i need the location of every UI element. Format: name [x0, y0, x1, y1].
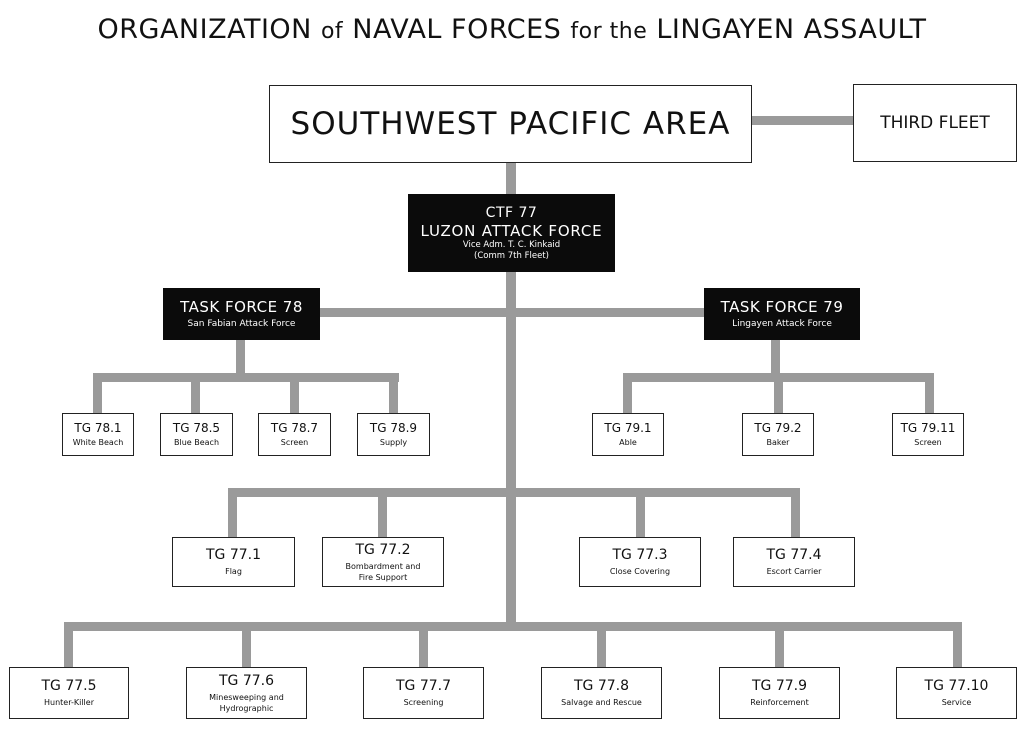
node-tg-78-9: TG 78.9 Supply — [357, 413, 430, 456]
connector-main-trunk — [506, 162, 516, 627]
node-tg-77-10-name: Service — [941, 698, 972, 707]
node-tg-77-2-name-line2: Fire Support — [358, 572, 408, 582]
connector-tf78-drop — [236, 339, 245, 374]
node-tg-77-2: TG 77.2 Bombardment and Fire Support — [322, 537, 444, 587]
node-tg-79-1-name: Able — [619, 438, 637, 447]
node-tg-77-5-code: TG 77.5 — [41, 678, 97, 694]
node-tg-77-6: TG 77.6 Minesweeping and Hydrographic — [186, 667, 307, 719]
connector-tf-bar — [318, 308, 706, 317]
node-tg-77-5-name: Hunter-Killer — [43, 698, 94, 707]
node-tg-77-7: TG 77.7 Screening — [363, 667, 484, 719]
node-tg-77-9-code: TG 77.9 — [751, 678, 808, 694]
node-tg-77-8-name: Salvage and Rescue — [561, 698, 642, 707]
chart-title: ORGANIZATION of NAVAL FORCES for the LIN… — [0, 14, 1024, 45]
connector-tg79-11-drop — [925, 373, 934, 414]
node-tf78-name: San Fabian Attack Force — [187, 319, 296, 329]
node-tg-78-7: TG 78.7 Screen — [258, 413, 331, 456]
node-ctf-77-commander: Vice Adm. T. C. Kinkaid — [462, 239, 561, 250]
node-tg-79-1-code: TG 79.1 — [604, 421, 652, 435]
node-task-force-79: TASK FORCE 79 Lingayen Attack Force — [704, 288, 860, 340]
node-tg-79-11-name: Screen — [914, 438, 942, 447]
connector-tg77-7-drop — [419, 622, 428, 668]
node-tg-78-7-code: TG 78.7 — [270, 421, 319, 435]
node-tg-77-6-name-line2: Hydrographic — [219, 703, 274, 713]
node-ctf-77-name: LUZON ATTACK FORCE — [420, 221, 603, 240]
connector-tg79-1-drop — [623, 373, 632, 414]
node-tg-77-3: TG 77.3 Close Covering — [579, 537, 701, 587]
title-part-for-the: for the — [570, 19, 648, 44]
node-tg-77-4: TG 77.4 Escort Carrier — [733, 537, 855, 587]
title-part-lingayen-assault: LINGAYEN ASSAULT — [656, 14, 927, 45]
node-task-force-78: TASK FORCE 78 San Fabian Attack Force — [163, 288, 320, 340]
connector-tg77-4-drop — [791, 488, 800, 538]
node-tg-77-10: TG 77.10 Service — [896, 667, 1017, 719]
node-southwest-pacific-area: SOUTHWEST PACIFIC AREA — [269, 85, 752, 163]
node-tg-79-11: TG 79.11 Screen — [892, 413, 964, 456]
node-tg-77-4-name: Escort Carrier — [766, 567, 822, 576]
node-third-fleet: THIRD FLEET — [853, 84, 1017, 162]
node-tg-78-7-name: Screen — [280, 438, 309, 447]
node-tg-78-5-name: Blue Beach — [173, 438, 220, 447]
node-tg-77-4-code: TG 77.4 — [766, 547, 822, 563]
node-tg-77-7-code: TG 77.7 — [395, 678, 452, 694]
connector-tg77-8-drop — [597, 622, 606, 668]
connector-tg79-2-drop — [774, 373, 783, 414]
connector-tg77-5-drop — [64, 622, 73, 668]
connector-tf78-bar — [93, 373, 399, 382]
connector-swpa-third-fleet — [751, 116, 855, 125]
node-tg-77-1-code: TG 77.1 — [205, 547, 262, 563]
connector-tg78-1-drop — [93, 373, 102, 414]
node-tg-78-5: TG 78.5 Blue Beach — [160, 413, 233, 456]
node-tf78-code: TASK FORCE 78 — [180, 298, 303, 316]
node-tg-77-1-name: Flag — [225, 567, 242, 576]
node-tg-77-3-name: Close Covering — [609, 567, 671, 576]
node-tg-77-1: TG 77.1 Flag — [172, 537, 295, 587]
node-tg-78-1-name: White Beach — [72, 438, 124, 447]
title-part-organization: ORGANIZATION — [97, 14, 312, 45]
node-third-fleet-label: THIRD FLEET — [880, 113, 990, 133]
node-tg-78-5-code: TG 78.5 — [172, 421, 221, 435]
node-tg-77-9-name: Reinforcement — [750, 698, 809, 707]
connector-tg78-5-drop — [191, 373, 200, 414]
node-tg-79-1: TG 79.1 Able — [592, 413, 664, 456]
title-part-naval-forces: NAVAL FORCES — [352, 14, 562, 45]
node-tg-78-1-code: TG 78.1 — [74, 421, 122, 435]
node-ctf-77-command: (Comm 7th Fleet) — [474, 250, 549, 261]
node-tg-78-1: TG 78.1 White Beach — [62, 413, 134, 456]
connector-tg77-9-drop — [775, 622, 784, 668]
node-tg-78-9-code: TG 78.9 — [369, 421, 418, 435]
node-tg-77-7-name: Screening — [403, 698, 444, 707]
node-tg-77-5: TG 77.5 Hunter-Killer — [9, 667, 129, 719]
node-tg-78-9-name: Supply — [379, 438, 408, 447]
node-tg-77-8-code: TG 77.8 — [573, 678, 630, 694]
node-tg-79-2-name: Baker — [766, 438, 790, 447]
connector-tg77-row2-bar — [64, 622, 962, 631]
connector-tg77-2-drop — [378, 488, 387, 538]
node-tg-77-10-code: TG 77.10 — [924, 678, 989, 694]
node-tg-77-9: TG 77.9 Reinforcement — [719, 667, 840, 719]
connector-tg77-1-drop — [228, 488, 237, 538]
node-tf79-code: TASK FORCE 79 — [720, 298, 844, 316]
node-tg-77-2-code: TG 77.2 — [355, 541, 411, 558]
connector-tg77-6-drop — [242, 622, 251, 668]
node-ctf-77-code: CTF 77 — [485, 204, 538, 221]
connector-tg78-9-drop — [389, 373, 398, 414]
connector-tf79-drop — [771, 339, 780, 374]
connector-tg77-row1-bar — [228, 488, 800, 497]
connector-tg77-10-drop — [953, 622, 962, 668]
node-ctf-77: CTF 77 LUZON ATTACK FORCE Vice Adm. T. C… — [408, 194, 615, 272]
node-tg-77-2-name: Bombardment and — [345, 561, 421, 571]
node-tg-77-6-code: TG 77.6 — [218, 672, 275, 689]
node-tg-79-2-code: TG 79.2 — [754, 421, 802, 435]
connector-tg78-7-drop — [290, 373, 299, 414]
title-part-of: of — [320, 19, 344, 44]
node-tg-77-8: TG 77.8 Salvage and Rescue — [541, 667, 662, 719]
connector-tg77-3-drop — [636, 488, 645, 538]
node-tf79-name: Lingayen Attack Force — [732, 319, 832, 329]
node-tg-79-11-code: TG 79.11 — [900, 421, 956, 435]
node-tg-77-3-code: TG 77.3 — [612, 547, 668, 563]
node-swpa-label: SOUTHWEST PACIFIC AREA — [290, 106, 731, 142]
node-tg-79-2: TG 79.2 Baker — [742, 413, 814, 456]
node-tg-77-6-name: Minesweeping and — [209, 692, 284, 702]
